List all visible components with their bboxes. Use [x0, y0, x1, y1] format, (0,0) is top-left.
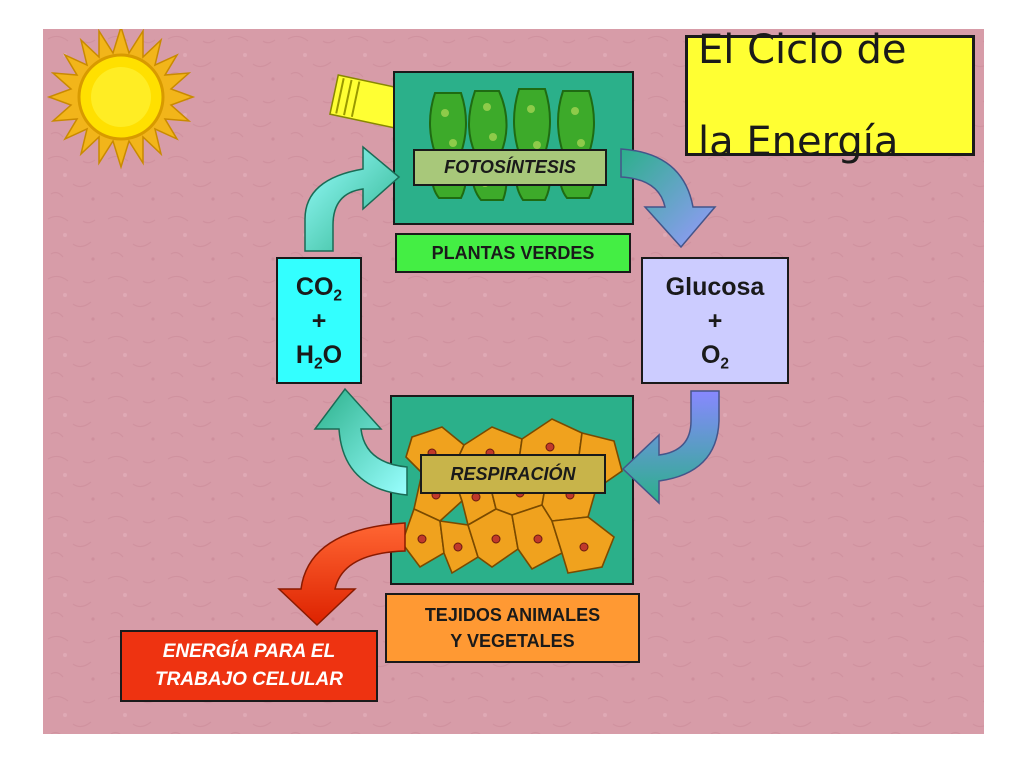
- title-box: El Ciclo de la Energía: [685, 29, 975, 165]
- cycle-arrow-icon: [304, 145, 401, 252]
- glucose-label: Glucosa: [665, 272, 765, 301]
- diagram-slide: El Ciclo de la Energía FOTOSÍNTESIS PLAN…: [43, 29, 984, 734]
- title-line-2: la Energía: [698, 118, 899, 165]
- products-plus: +: [707, 306, 723, 335]
- energy-line-2: TRABAJO CELULAR: [155, 669, 343, 690]
- respiration-label: RESPIRACIÓN: [420, 454, 606, 494]
- co2-formula: CO2: [295, 272, 343, 304]
- reactants-plus: +: [311, 306, 327, 335]
- o2-formula: O2: [700, 340, 730, 372]
- green-plants-label: PLANTAS VERDES: [395, 233, 631, 273]
- photosynthesis-label: FOTOSÍNTESIS: [413, 149, 607, 186]
- photosynthesis-panel: [393, 71, 634, 225]
- energy-label: ENERGÍA PARA EL TRABAJO CELULAR: [120, 630, 378, 702]
- h2o-formula: H2O: [295, 340, 343, 372]
- tissues-label: TEJIDOS ANIMALES Y VEGETALES: [385, 593, 640, 663]
- products-box: Glucosa + O2: [641, 257, 789, 384]
- sun-rays: [46, 29, 196, 170]
- tissues-line-2: Y VEGETALES: [450, 631, 575, 651]
- chloroplast-cells-icon: [429, 88, 595, 201]
- title-line-1: El Ciclo de: [698, 29, 907, 73]
- tissues-line-1: TEJIDOS ANIMALES: [424, 605, 601, 625]
- page-title: El Ciclo de la Energía: [688, 29, 906, 211]
- energy-line-1: ENERGÍA PARA EL: [162, 641, 336, 662]
- reactants-box: CO2 + H2O: [276, 257, 362, 384]
- cycle-arrow-icon: [621, 390, 720, 505]
